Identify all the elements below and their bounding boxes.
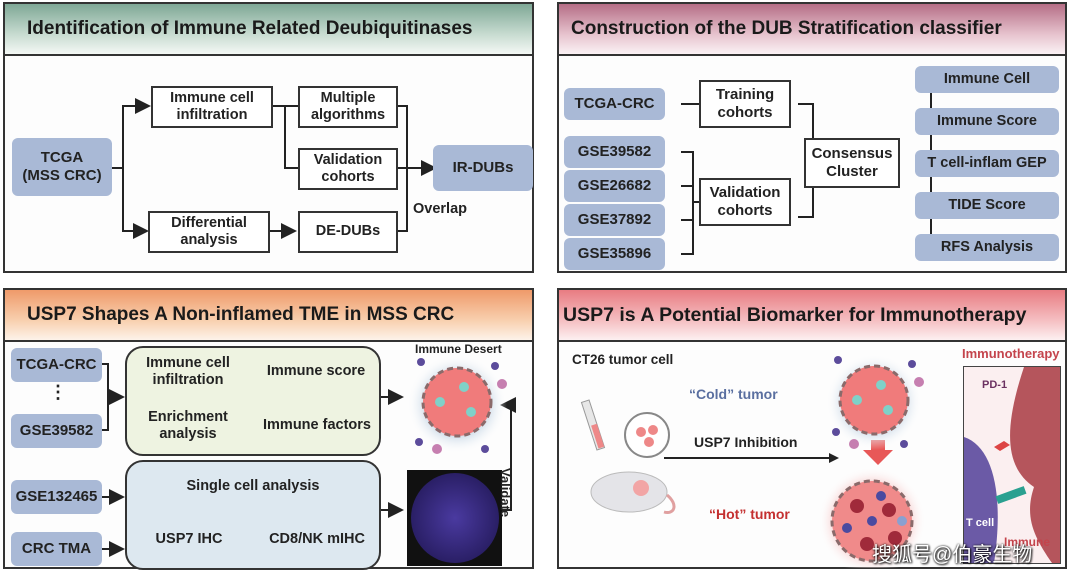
syringe-mouse-illustration bbox=[580, 399, 676, 515]
multiple-algorithms-box: Multiple algorithms bbox=[298, 86, 398, 128]
output-box: RFS Analysis bbox=[915, 234, 1059, 261]
panel-title: Construction of the DUB Stratification c… bbox=[559, 4, 1065, 56]
output-box: Immune Score bbox=[915, 108, 1059, 135]
differential-analysis-box: Differential analysis bbox=[148, 211, 270, 253]
panel-identification: Identification of Immune Related Deubiqu… bbox=[3, 2, 534, 273]
gse39582-box: GSE39582 bbox=[11, 414, 102, 448]
flow-connectors bbox=[111, 98, 437, 239]
validate-label: Validate bbox=[498, 468, 513, 518]
validation-cohorts-box: Validation cohorts bbox=[699, 178, 791, 226]
analysis-box bbox=[125, 346, 381, 456]
panel-title: Identification of Immune Related Deubiqu… bbox=[5, 4, 532, 56]
synapse-illustration bbox=[964, 367, 1060, 563]
gse-box: GSE35896 bbox=[564, 238, 665, 270]
immunotherapy-inset: PD-1 T cell Immune bbox=[963, 366, 1061, 564]
quadrant-immune-cell-infiltration: Immune cell infiltration bbox=[146, 354, 230, 388]
tcga-crc-box: TCGA-CRC bbox=[11, 348, 102, 382]
consensus-cluster-box: Consensus Cluster bbox=[804, 138, 900, 188]
training-cohorts-box: Training cohorts bbox=[699, 80, 791, 128]
single-cell-label: Single cell analysis bbox=[186, 478, 320, 495]
quadrant-immune-score: Immune score bbox=[266, 363, 366, 380]
cd8-nk-label: CD8/NK mIHC bbox=[269, 531, 365, 548]
panel-biomarker: USP7 is A Potential Biomarker for Immuno… bbox=[557, 288, 1067, 569]
pd1-label: PD-1 bbox=[982, 379, 1008, 391]
de-dubs-box: DE-DUBs bbox=[298, 211, 398, 253]
single-cell-box bbox=[125, 460, 381, 570]
gse132465-box: GSE132465 bbox=[11, 480, 102, 514]
immunotherapy-label: Immunotherapy bbox=[962, 346, 1060, 361]
tma-image bbox=[407, 470, 502, 566]
panel-title: USP7 is A Potential Biomarker for Immuno… bbox=[559, 290, 1065, 342]
inhibition-arrow bbox=[664, 440, 893, 465]
ellipsis: ⋮ bbox=[49, 382, 67, 402]
gse-box: GSE26682 bbox=[564, 170, 665, 202]
hot-tumor-illustration bbox=[818, 467, 926, 568]
panel-usp7-shapes: USP7 Shapes A Non-inflamed TME in MSS CR… bbox=[3, 288, 534, 570]
usp7-inhibition-label: USP7 Inhibition bbox=[694, 434, 798, 450]
immune-desert-label: Immune Desert bbox=[415, 342, 502, 356]
immune-label: Immune bbox=[1004, 535, 1051, 549]
validation-cohorts-box: Validation cohorts bbox=[298, 148, 398, 190]
quadrant-enrichment-analysis: Enrichment analysis bbox=[148, 408, 228, 442]
cold-tumor-illustration bbox=[826, 354, 924, 450]
cold-tumor-label: “Cold” tumor bbox=[689, 386, 778, 402]
quadrant-immune-factors: Immune factors bbox=[263, 417, 371, 434]
immune-cell-infiltration-box: Immune cell infiltration bbox=[151, 86, 273, 128]
immune-desert-tumor-illustration bbox=[407, 354, 507, 454]
tcga-crc-box: TCGA-CRC bbox=[564, 88, 665, 120]
gse-box: GSE39582 bbox=[564, 136, 665, 168]
tcell-label: T cell bbox=[966, 517, 995, 529]
panel-title: USP7 Shapes A Non-inflamed TME in MSS CR… bbox=[5, 290, 532, 342]
overlap-label: Overlap bbox=[413, 201, 467, 217]
watermark: 搜狐号@伯豪生物 bbox=[872, 544, 1033, 566]
output-box: T cell-inflam GEP bbox=[915, 150, 1059, 177]
usp7-ihc-label: USP7 IHC bbox=[155, 531, 223, 548]
tcga-mss-crc-box: TCGA (MSS CRC) bbox=[12, 138, 112, 196]
gse-box: GSE37892 bbox=[564, 204, 665, 236]
ct26-label: CT26 tumor cell bbox=[572, 352, 674, 367]
output-box: Immune Cell bbox=[915, 66, 1059, 93]
output-box: TIDE Score bbox=[915, 192, 1059, 219]
panel-construction: Construction of the DUB Stratification c… bbox=[557, 2, 1067, 273]
crc-tma-box: CRC TMA bbox=[11, 532, 102, 566]
hot-tumor-label: “Hot” tumor bbox=[709, 506, 790, 522]
ir-dubs-box: IR-DUBs bbox=[433, 145, 533, 191]
